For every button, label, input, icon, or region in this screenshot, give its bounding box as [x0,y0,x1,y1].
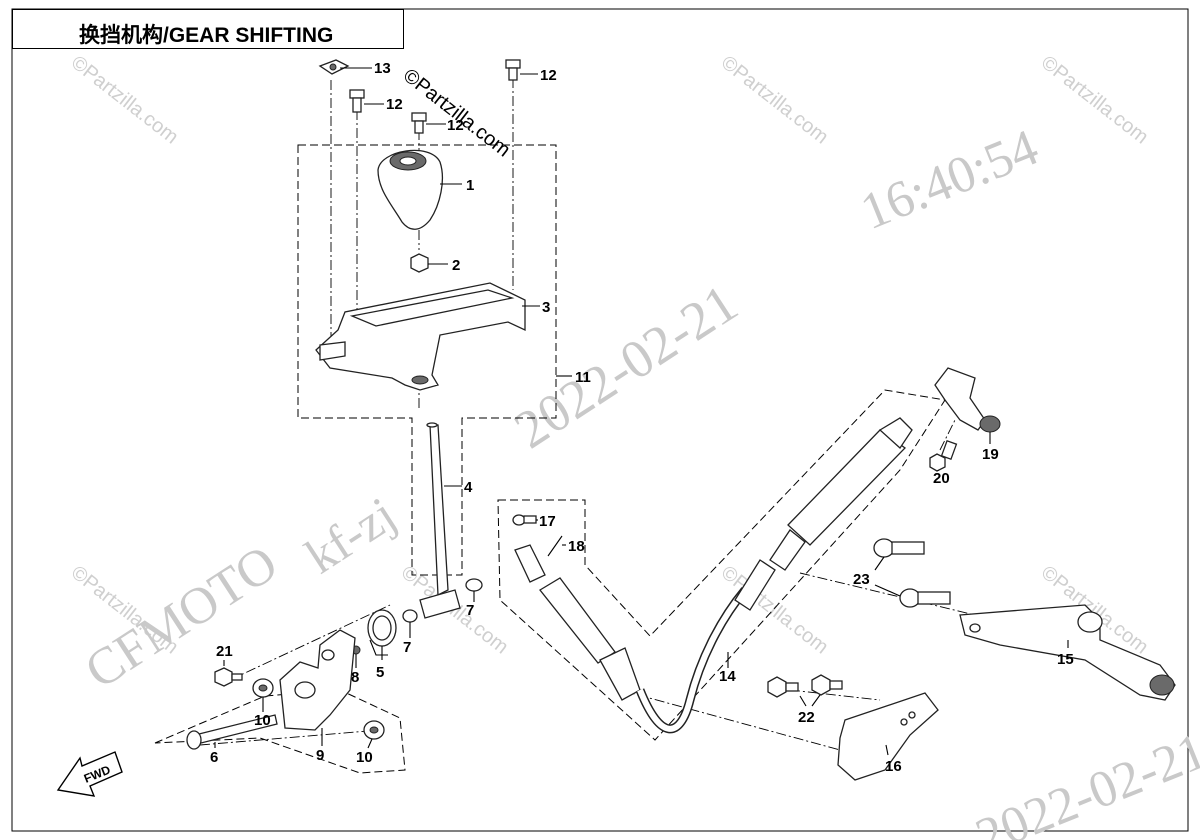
bolt-12[interactable] [411,112,427,134]
bracket-group-outline [154,689,406,774]
watermark-brand: CFMOTO [75,535,287,700]
callout-12: 12 [447,117,464,134]
bushing-7[interactable] [402,578,483,623]
diagram-border [11,8,1189,832]
mounting-plate-16[interactable] [837,692,939,781]
callout-4: 4 [464,479,473,496]
watermark-copyright: ©Partzilla.com [717,52,832,149]
assembly-outline-11 [297,144,557,576]
callout-11: 11 [575,369,591,386]
watermark-layer: ©Partzilla.com ©Partzilla.com ©Partzilla… [67,52,1200,840]
watermark-copyright: ©Partzilla.com [1037,52,1152,149]
callout-17: 17 [539,513,556,530]
callout-20: 20 [933,470,950,487]
callout-18: 18 [568,538,585,555]
cable-group-outline [497,389,946,741]
bushing-10[interactable] [252,678,274,698]
bolt-20[interactable] [929,439,958,472]
watermark-copyright: ©Partzilla.com [67,52,182,149]
callout-5: 5 [376,664,384,681]
axis-line [199,729,381,746]
callout-3: 3 [542,299,550,316]
callout-15: 15 [1057,651,1074,668]
axis-line [789,689,881,701]
fwd-arrow-icon: FWD [56,751,123,797]
title-box: 换挡机构/GEAR SHIFTING [12,9,404,49]
callout-9: 9 [316,747,324,764]
bushing-10[interactable] [363,720,385,740]
bolt-22[interactable] [767,676,799,698]
callout-6: 6 [210,749,218,766]
callout-2: 2 [452,257,460,274]
axis-line [229,604,391,681]
watermark-date-edge: 2022-02-21 [968,722,1200,840]
spring-5[interactable] [367,609,397,656]
callout-7: 7 [403,639,411,656]
callout-10: 10 [356,749,373,766]
callout-10: 10 [254,712,271,729]
bolt-12[interactable] [349,89,365,113]
shift-lever-4[interactable] [419,422,461,619]
bolt-12[interactable] [505,59,521,81]
bolt-17[interactable] [512,514,537,526]
watermark-time: 16:40:54 [853,119,1046,241]
callout-22: 22 [798,709,815,726]
callout-12: 12 [386,96,403,113]
callout-16: 16 [885,758,902,775]
bolt-21[interactable] [214,667,243,687]
watermark-code: kf-zj [295,486,405,584]
nut-plate-13[interactable] [318,59,350,75]
callout-14: 14 [719,668,736,685]
callout-19: 19 [982,446,999,463]
bracket-9[interactable] [279,629,356,731]
bolt-23[interactable] [899,588,951,608]
shift-arm-15[interactable] [959,604,1176,701]
nut-2[interactable] [410,253,429,273]
cable-14[interactable] [514,417,913,734]
callout-7: 7 [466,602,474,619]
cotter-pin-18[interactable] [547,535,563,557]
callout-12: 12 [540,67,557,84]
callouts: 13 12 12 12 1 2 3 11 4 7 7 5 8 21 10 6 9 [210,60,1074,775]
callout-8: 8 [351,669,359,686]
diagram-title: 换挡机构/GEAR SHIFTING [79,24,334,47]
bolt-23[interactable] [873,538,925,558]
clevis-19[interactable] [934,367,1001,433]
pin-6[interactable] [186,714,278,750]
callout-21: 21 [216,643,233,660]
callout-13: 13 [374,60,391,77]
bolt-22[interactable] [811,674,843,696]
shift-gate-cover-3[interactable] [315,282,526,391]
callout-23: 23 [853,571,870,588]
axis-line [939,419,956,451]
callout-1: 1 [466,177,474,194]
shift-knob-1[interactable] [377,149,444,230]
axis-line [619,689,841,751]
axis-line [799,572,976,616]
watermark-date: 2022-02-21 [504,273,748,461]
